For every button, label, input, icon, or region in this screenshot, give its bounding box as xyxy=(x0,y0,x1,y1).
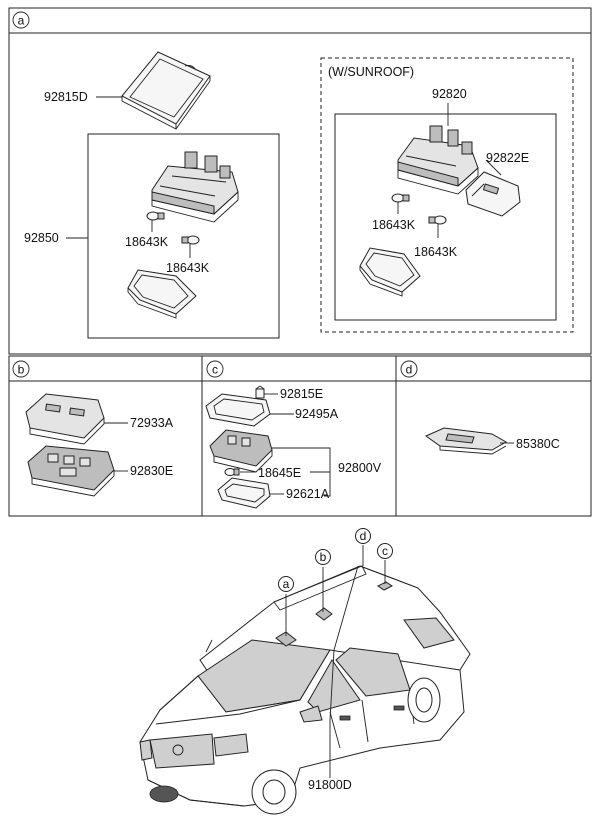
label-92850: 92850 xyxy=(24,231,59,245)
section-a-frame xyxy=(8,7,592,355)
section-d-badge xyxy=(400,360,418,378)
bulb-18643K-1 xyxy=(146,211,165,221)
leader-91800D xyxy=(329,565,359,778)
part-72933A-cover xyxy=(25,393,105,445)
label-18643K-4: 18643K xyxy=(414,245,458,259)
bulb-18643K-2 xyxy=(181,235,200,245)
bulb-18643K-3 xyxy=(391,193,410,203)
sunroof-note: (W/SUNROOF) xyxy=(328,65,414,79)
label-91800D: 91800D xyxy=(308,778,352,792)
label-18645E: 18645E xyxy=(258,466,301,480)
callout-b-letter: b xyxy=(320,550,327,564)
vehicle-illustration xyxy=(139,565,471,815)
group-92820-frame xyxy=(334,113,557,321)
callout-b-badge xyxy=(315,549,331,565)
section-c-badge xyxy=(206,360,224,378)
label-92815D: 92815D xyxy=(44,90,88,104)
part-92822E-cover xyxy=(465,171,521,217)
roof-mark-c xyxy=(377,581,393,591)
label-92820: 92820 xyxy=(432,87,467,101)
roof-mark-b xyxy=(315,607,333,621)
label-92822E: 92822E xyxy=(486,151,529,165)
part-92820-lens xyxy=(359,247,421,297)
vehicle-mirror xyxy=(299,705,323,723)
section-b-letter: b xyxy=(18,363,25,377)
section-c-letter: c xyxy=(212,363,218,377)
bulb-18643K-4 xyxy=(428,215,447,225)
label-18643K-2: 18643K xyxy=(166,261,210,275)
label-18643K-1: 18643K xyxy=(125,235,169,249)
leader-92822E xyxy=(485,159,502,176)
callout-d-badge xyxy=(355,528,371,544)
callout-c-badge xyxy=(377,543,393,559)
label-72933A: 72933A xyxy=(130,416,174,430)
part-92820-lamp-housing xyxy=(397,125,479,195)
section-bcd: b c d 72933A 92830E 928 xyxy=(8,355,592,517)
label-92815E: 92815E xyxy=(280,387,323,401)
part-85380C-lamp xyxy=(424,427,508,455)
section-bcd-frame xyxy=(8,355,592,517)
part-92800V-housing xyxy=(209,429,273,473)
part-92815E-clip xyxy=(255,385,265,399)
part-92815D-lens xyxy=(121,51,211,130)
part-92830E-housing xyxy=(27,445,115,497)
sunroof-group-frame xyxy=(320,57,574,333)
section-a-letter: a xyxy=(18,14,25,28)
bulb-18645E xyxy=(224,468,240,476)
callout-a-badge xyxy=(278,576,294,592)
callout-c-letter: c xyxy=(382,544,388,558)
part-92621A-gasket xyxy=(217,477,271,509)
vehicle-side-window-rear xyxy=(335,647,411,697)
vehicle-headlamp-right xyxy=(213,733,249,757)
label-92830E: 92830E xyxy=(130,464,173,478)
vehicle-callouts: a b d c 91800D xyxy=(278,528,393,792)
label-92495A: 92495A xyxy=(295,407,339,421)
roof-mark-a xyxy=(275,631,297,647)
callout-d-letter: d xyxy=(360,529,367,543)
group-92850-frame xyxy=(87,133,280,339)
section-d-letter: d xyxy=(406,363,413,377)
label-18643K-3: 18643K xyxy=(372,218,416,232)
part-92495A-frame xyxy=(205,393,271,427)
vehicle-quarter-glass xyxy=(403,617,455,649)
section-a-badge xyxy=(12,11,30,29)
callout-a-letter: a xyxy=(283,577,290,591)
part-92850-lens xyxy=(127,269,197,319)
label-92800V: 92800V xyxy=(338,461,382,475)
bracket-92800V xyxy=(272,447,331,497)
section-b-badge xyxy=(12,360,30,378)
label-92621A: 92621A xyxy=(286,487,330,501)
vehicle-headlamp-left xyxy=(139,739,153,761)
vehicle-grille xyxy=(149,733,215,769)
section-a: a 92815D 92850 xyxy=(8,7,592,355)
label-85380C: 85380C xyxy=(516,437,560,451)
part-92850-lamp-housing xyxy=(151,151,239,223)
